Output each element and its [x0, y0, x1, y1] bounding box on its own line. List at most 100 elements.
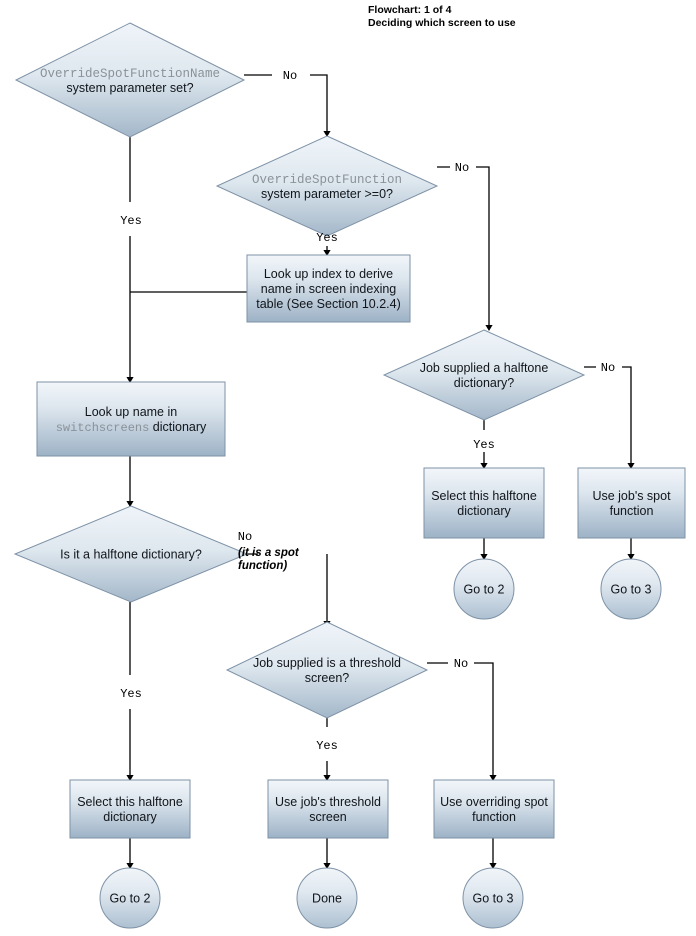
node-text-line: Look up index to derive — [264, 267, 393, 281]
node-rect-shape — [433, 779, 555, 839]
node-text-line: Use job's spot — [592, 489, 671, 503]
edge-label-yes: Yes — [316, 231, 338, 245]
edge-arrowhead — [627, 463, 635, 469]
node-circle-shape — [99, 867, 161, 929]
node-text-line: screen — [309, 810, 347, 824]
node-text-line: OverrideSpotFunctionName — [40, 67, 220, 81]
edge-arrowhead — [323, 863, 331, 869]
edge-arrowhead — [323, 131, 331, 137]
edge-label-no: No — [283, 69, 297, 83]
flowchart-title-line-1: Flowchart: 1 of 4 — [368, 4, 452, 16]
node-text-line: Use overriding spot — [440, 795, 548, 809]
node-text-line: Go to 3 — [473, 892, 514, 906]
node-text-line: function — [472, 810, 516, 824]
flow-node-c4[interactable]: Done — [296, 867, 358, 929]
edge-arrowhead — [485, 325, 493, 331]
node-text-line: Go to 3 — [611, 583, 652, 597]
edge-arrowhead — [480, 463, 488, 469]
edge-label-no: No — [455, 161, 469, 175]
flow-node-c3[interactable]: Go to 2 — [99, 867, 161, 929]
node-text-line: switchscreens dictionary — [56, 420, 207, 435]
node-diamond-shape — [382, 329, 586, 421]
node-text-line: Select this halftone — [77, 795, 183, 809]
flow-node-c2[interactable]: Go to 3 — [600, 558, 662, 620]
edge-label-yes: Yes — [120, 687, 142, 701]
edge-arrowhead — [489, 775, 497, 781]
edge-annotation: function) — [238, 560, 287, 572]
edge-arrowhead — [126, 377, 134, 383]
node-text-line: OverrideSpotFunction — [252, 173, 402, 187]
node-diamond-shape — [14, 22, 246, 138]
node-circle-shape — [600, 558, 662, 620]
edge-arrowhead — [323, 250, 331, 256]
node-text-line: dictionary — [103, 810, 157, 824]
node-text-line: function — [610, 504, 654, 518]
edge-arrowhead — [627, 554, 635, 560]
edge-annotation: (it is a spot — [238, 547, 300, 559]
node-rect-shape — [246, 254, 411, 323]
node-diamond-shape — [13, 505, 249, 603]
node-rect-shape — [577, 467, 686, 539]
edge-label-no: No — [454, 657, 468, 671]
edge-arrowhead — [126, 501, 134, 507]
edge-label-yes: Yes — [473, 438, 495, 452]
flow-node-c5[interactable]: Go to 3 — [462, 867, 524, 929]
flow-edge — [584, 366, 632, 464]
flow-edge — [427, 662, 494, 776]
flow-node-c1[interactable]: Go to 2 — [453, 558, 515, 620]
edges-layer — [126, 74, 635, 869]
edge-label-no: No — [238, 530, 252, 544]
node-text-line: dictionary? — [454, 376, 514, 390]
node-text-line: screen? — [305, 671, 350, 685]
edge-label-yes: Yes — [120, 214, 142, 228]
flowchart-title-line-2: Deciding which screen to use — [368, 17, 516, 29]
edge-arrowhead — [480, 554, 488, 560]
node-text-line: table (See Section 10.2.4) — [256, 297, 401, 311]
node-text-line: dictionary — [457, 504, 511, 518]
node-circle-shape — [453, 558, 515, 620]
flow-edge — [244, 74, 328, 132]
node-diamond-shape — [215, 135, 439, 237]
flow-edge — [437, 166, 490, 326]
node-text-line: Job supplied is a threshold — [253, 656, 401, 670]
node-text-line: Go to 2 — [464, 583, 505, 597]
node-text-line: Job supplied a halftone — [420, 361, 549, 375]
flowchart-title: Flowchart: 1 of 4 Deciding which screen … — [368, 4, 516, 30]
node-text-line: Is it a halftone dictionary? — [60, 548, 202, 562]
node-rect-shape — [36, 381, 226, 457]
node-rect-shape — [423, 467, 545, 539]
node-circle-shape — [296, 867, 358, 929]
node-text-line: system parameter set? — [66, 81, 193, 95]
edge-arrowhead — [126, 775, 134, 781]
edge-label-no: No — [601, 361, 615, 375]
edge-label-yes: Yes — [316, 739, 338, 753]
node-circle-shape — [462, 867, 524, 929]
node-text-line: Look up name in — [85, 405, 177, 419]
node-diamond-shape — [225, 621, 429, 719]
node-rect-shape — [69, 779, 191, 839]
node-text-line: Use job's threshold — [275, 795, 381, 809]
flow-edge — [247, 553, 328, 622]
node-rect-shape — [267, 779, 389, 839]
node-text-line: name in screen indexing — [261, 282, 397, 296]
edge-arrowhead — [489, 863, 497, 869]
edge-arrowhead — [126, 863, 134, 869]
node-text-line: Select this halftone — [431, 489, 537, 503]
flow-node-d3[interactable]: Is it a halftone dictionary? — [13, 505, 249, 603]
edge-arrowhead — [323, 775, 331, 781]
